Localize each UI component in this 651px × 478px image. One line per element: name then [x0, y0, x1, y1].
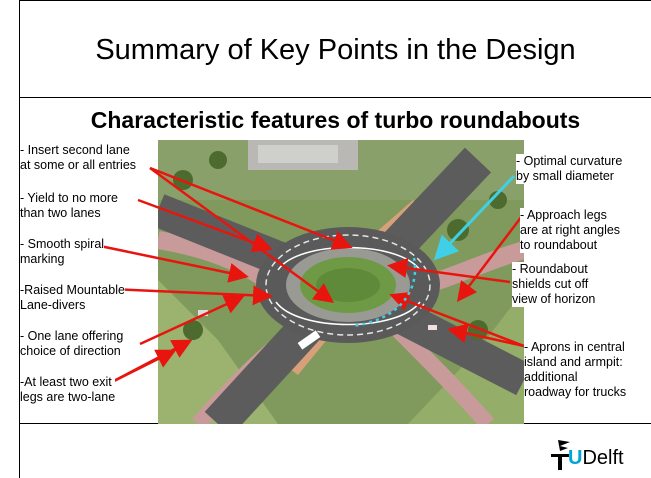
slide-top-border [19, 0, 651, 1]
panel-title: Characteristic features of turbo roundab… [90, 107, 581, 133]
arrow-one-lane [139, 295, 245, 346]
arrow-exit-legs-2 [107, 349, 177, 386]
arrow-spiral-marking [99, 244, 249, 283]
tudelft-logo-text: UDelft [568, 447, 624, 469]
slide-title: Summary of Key Points in the Design [95, 34, 576, 66]
arrow-yield [137, 198, 273, 253]
arrow-second-lane-1 [149, 166, 335, 303]
arrow-curvature [433, 174, 516, 261]
arrow-second-lane-2 [149, 166, 353, 250]
arrow-approach-legs [456, 215, 523, 302]
slide-left-border [19, 0, 20, 478]
tudelft-flame-icon [551, 440, 570, 470]
arrow-aprons-1 [389, 292, 525, 348]
arrow-shields [387, 258, 511, 284]
arrow-aprons-2 [447, 323, 525, 348]
